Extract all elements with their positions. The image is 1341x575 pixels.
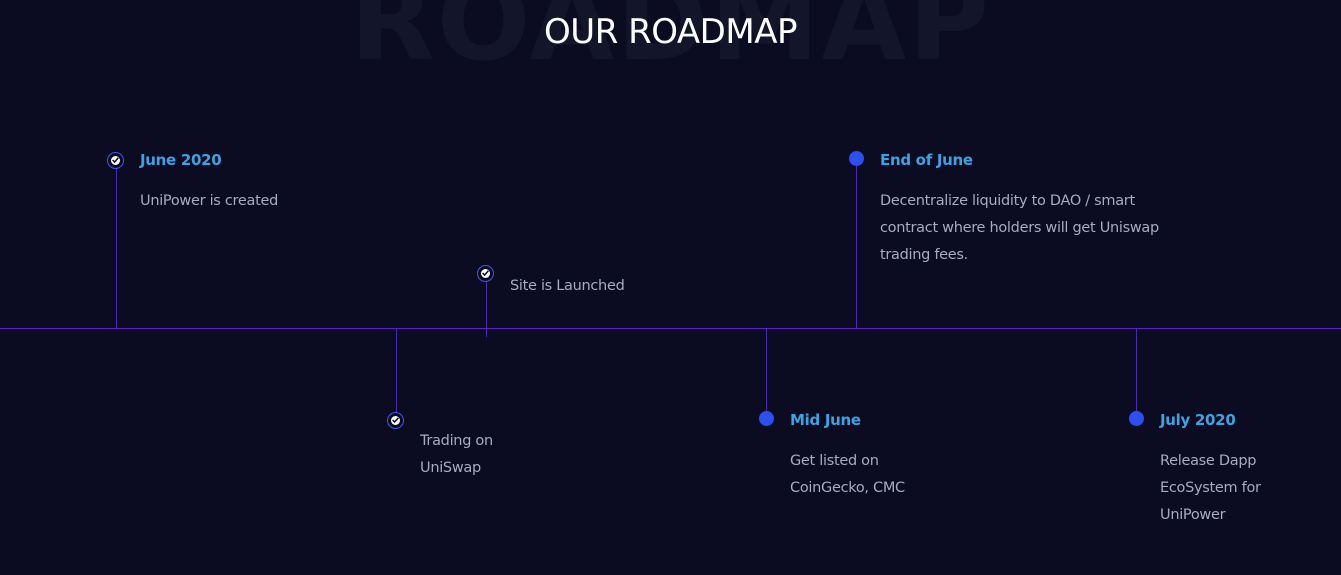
check-circle-icon xyxy=(107,152,124,169)
milestone-stem xyxy=(486,281,487,337)
milestone-stem xyxy=(396,329,397,412)
milestone-title: End of June xyxy=(880,151,973,169)
milestone-description: UniPower is created xyxy=(140,193,279,209)
milestone-description: Trading on UniSwap xyxy=(420,433,493,476)
milestone-description: Release Dapp EcoSystem for UniPower xyxy=(1160,453,1261,523)
milestone-stem xyxy=(116,168,117,328)
check-circle-icon xyxy=(387,412,404,429)
check-circle-icon xyxy=(477,265,494,282)
milestone-description: Site is Launched xyxy=(510,278,625,294)
milestone-stem xyxy=(856,160,857,328)
timeline-axis xyxy=(0,328,1341,329)
milestone-description: Get listed on CoinGecko, CMC xyxy=(790,453,905,496)
milestone-title: Mid June xyxy=(790,411,861,429)
roadmap-background-word: ROADMAP xyxy=(350,0,991,85)
dot-icon xyxy=(759,411,774,426)
dot-icon xyxy=(1129,411,1144,426)
page-title: OUR ROADMAP xyxy=(544,12,797,52)
milestone-stem xyxy=(1136,329,1137,413)
milestone-description: Decentralize liquidity to DAO / smart co… xyxy=(880,193,1159,263)
milestone-stem xyxy=(766,329,767,413)
dot-icon xyxy=(849,151,864,166)
milestone-title: June 2020 xyxy=(140,151,222,169)
milestone-title: July 2020 xyxy=(1160,411,1236,429)
